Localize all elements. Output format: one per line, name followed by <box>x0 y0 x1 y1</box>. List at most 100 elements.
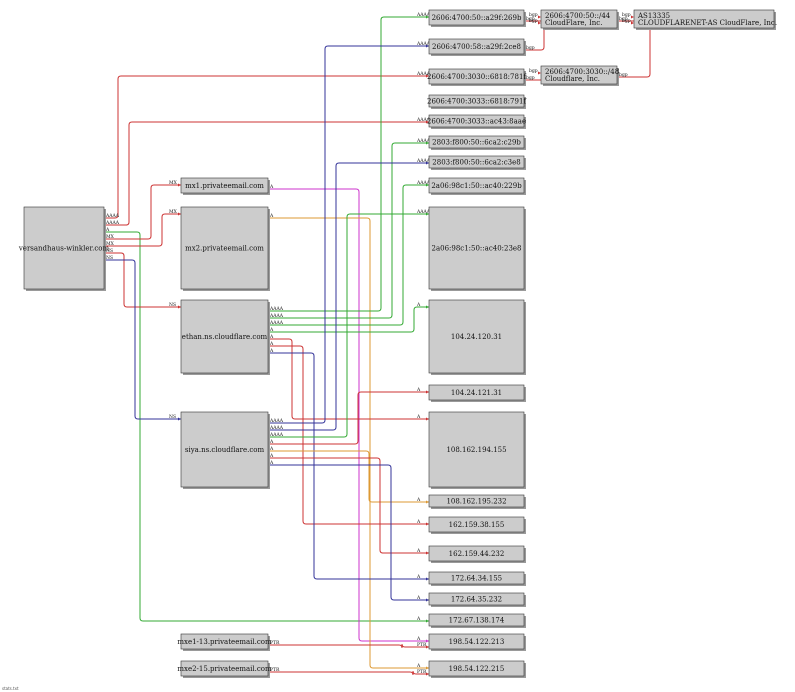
node-label: 2a06:98c1:50::ac40:23e8 <box>431 245 521 253</box>
node-label: 172.64.34.155 <box>451 575 502 583</box>
node-v6g[interactable]: 2803:f800:50::6ca2:c3e8 <box>428 155 526 170</box>
node-label: 2606:4700:3030::6818:781f <box>427 73 527 81</box>
node-v6e[interactable]: 2606:4700:3033::ac43:8aae <box>427 114 526 129</box>
edge-arrow <box>426 141 429 145</box>
node-box <box>428 135 525 149</box>
node-v4b[interactable]: 104.24.121.31 <box>428 384 526 402</box>
node-box <box>180 411 269 488</box>
edge-arrow <box>538 71 541 75</box>
edge-label: AAAA <box>269 320 284 326</box>
edge-arrow <box>426 619 429 623</box>
edge-label: A <box>269 453 274 459</box>
edge-arrow <box>426 161 429 165</box>
node-label: 108.162.194.155 <box>446 446 506 454</box>
node-v6h[interactable]: 2a06:98c1:50::ac40:229b <box>428 177 526 195</box>
edge-label: PTR <box>270 640 280 646</box>
node-v4d[interactable]: 108.162.195.232 <box>428 494 526 509</box>
node-v6b[interactable]: 2606:4700:58::a29f:2ce8 <box>428 38 526 56</box>
edge-label: PTR <box>270 667 280 673</box>
node-v4j[interactable]: 198.54.122.213 <box>428 633 526 651</box>
node-label: 2606:4700:3033::6818:791f <box>427 98 527 106</box>
node-box <box>540 65 618 85</box>
node-label: 2606:4700:3030::/48 <box>545 68 619 76</box>
node-v4c[interactable]: 108.162.194.155 <box>428 411 526 489</box>
node-label: 198.54.122.215 <box>449 665 505 673</box>
edge-arrow <box>426 639 429 643</box>
node-box <box>428 384 525 401</box>
edge-arrow <box>631 21 634 25</box>
node-sublabel: CloudFlare, Inc. <box>545 19 602 27</box>
node-box <box>428 155 525 169</box>
edge-root-v6c <box>104 75 429 219</box>
edge-label: A <box>416 519 421 525</box>
node-v4k[interactable]: 198.54.122.215 <box>428 660 526 678</box>
edge-label: PTR <box>417 669 427 675</box>
node-v6a[interactable]: 2606:4700:50::a29f:269b <box>428 9 526 27</box>
edge-root-v6e <box>104 121 429 226</box>
edge-arrow <box>426 74 429 78</box>
edge-label: MX <box>169 180 178 186</box>
node-box <box>180 206 269 290</box>
node-siya[interactable]: siya.ns.cloudflare.com <box>180 411 270 489</box>
edge-label: AAAA <box>416 12 431 18</box>
edge-arrow <box>426 120 429 124</box>
node-label: 2606:4700:58::a29f:2ce8 <box>432 43 521 51</box>
node-ethan[interactable]: ethan.ns.cloudflare.com <box>180 299 270 375</box>
edge-arrow <box>426 551 429 555</box>
node-v4i[interactable]: 172.67.138.174 <box>428 613 526 628</box>
node-v6i[interactable]: 2a06:98c1:50::ac40:23e8 <box>428 206 526 291</box>
node-sublabel: Cloudflare, Inc. <box>545 75 600 83</box>
node-v4g[interactable]: 172.64.34.155 <box>428 571 526 586</box>
node-v6c[interactable]: 2606:4700:3030::6818:781f <box>427 68 527 86</box>
node-v6d[interactable]: 2606:4700:3033::6818:791f <box>427 94 527 109</box>
edge-label: A <box>416 414 421 420</box>
edge-label: A <box>416 302 421 308</box>
node-label: 172.67.138.174 <box>449 617 505 625</box>
node-mx2[interactable]: mx2.privateemail.com <box>180 206 270 291</box>
edge-arrow <box>426 390 429 394</box>
edge-ethan-v4c <box>268 338 429 420</box>
edge-mx1-v4j <box>268 188 429 642</box>
node-label: siya.ns.cloudflare.com <box>185 446 265 454</box>
node-label: AS13335 <box>637 12 670 20</box>
edge-label: bgp <box>526 16 535 22</box>
node-mx1[interactable]: mx1.privateemail.com <box>180 177 270 195</box>
node-v4f[interactable]: 162.159.44.232 <box>428 545 526 563</box>
edge-label: A <box>416 616 421 622</box>
edge-label: AAAA <box>105 220 120 226</box>
edge-label: AAAA <box>416 158 431 164</box>
node-root[interactable]: versandhaus-winkler.com <box>18 206 110 291</box>
node-label: mx1.privateemail.com <box>185 182 264 190</box>
edge-root-siya <box>104 259 181 420</box>
node-label: 104.24.121.31 <box>451 389 502 397</box>
node-mxe1[interactable]: mxe1-13.privateemail.com <box>177 633 272 651</box>
edge-label: A <box>416 574 421 580</box>
node-v6f[interactable]: 2803:f800:50::6ca2:c29b <box>428 135 526 150</box>
edge-label: PTR <box>417 642 427 648</box>
edge-ethan-v6a <box>268 16 429 312</box>
edge-arrow <box>426 666 429 670</box>
edge-label: A <box>269 348 274 354</box>
edge-label: AAAA <box>416 209 431 215</box>
node-label: 198.54.122.213 <box>449 638 505 646</box>
node-box <box>428 94 525 108</box>
edge-arrow <box>426 522 429 526</box>
node-box <box>428 68 525 85</box>
node-v4h[interactable]: 172.64.35.232 <box>428 592 526 607</box>
node-v4a[interactable]: 104.24.120.31 <box>428 299 526 375</box>
edge-mxe2-v4k <box>268 670 429 676</box>
node-v4e[interactable]: 162.159.38.155 <box>428 516 526 534</box>
node-box <box>428 660 525 677</box>
node-box <box>428 38 525 55</box>
edge-label: bgp <box>526 45 535 51</box>
edge-arrow <box>426 212 429 216</box>
edge-label: AAAA <box>416 41 431 47</box>
node-mxe2[interactable]: mxe2-15.privateemail.com <box>177 660 272 678</box>
edge-layer: AAAAAAAAAAAAAAAAAAMXMXMXMXNSNSNSNSAAAAAA… <box>104 12 654 676</box>
node-label: mxe2-15.privateemail.com <box>177 665 272 673</box>
node-sublabel: CLOUDFLARENET-AS CloudFlare, Inc. <box>638 19 777 27</box>
